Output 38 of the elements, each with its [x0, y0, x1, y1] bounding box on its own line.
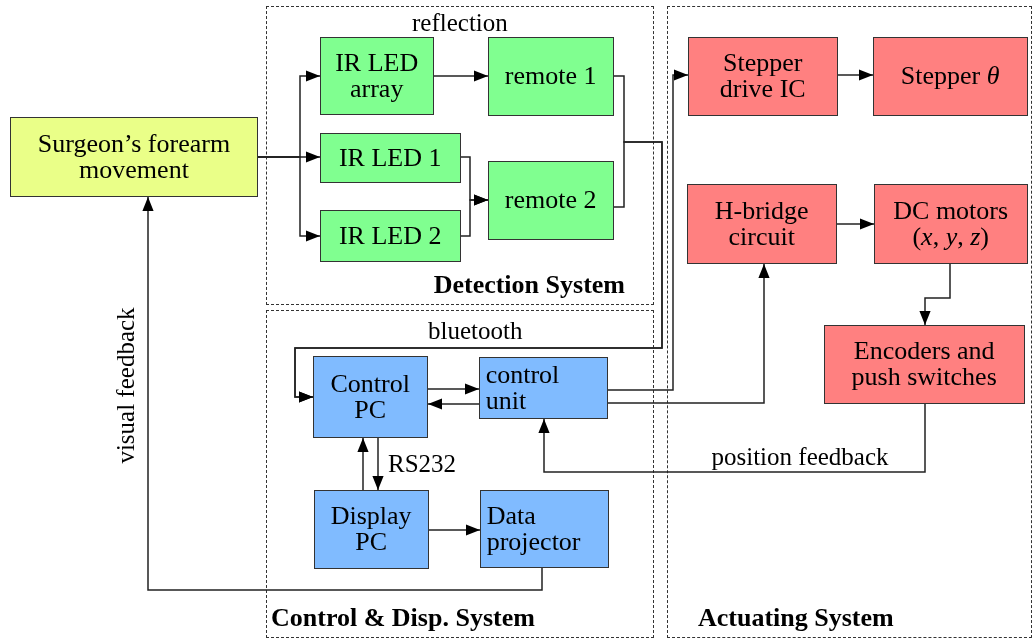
process-box: Surgeon’s forearm movement	[10, 117, 258, 197]
process-box: H-bridge circuit	[686, 183, 837, 264]
arrow	[142, 196, 543, 591]
arrow	[607, 69, 689, 391]
process-box: DC motors (x, y, z)	[873, 183, 1028, 264]
arrow	[294, 141, 663, 403]
arrow	[257, 156, 321, 242]
process-box: remote 2	[487, 160, 614, 240]
process-box: IR LED array	[319, 36, 434, 115]
process-box: Stepper drive IC	[687, 36, 838, 116]
arrow	[427, 383, 480, 395]
process-box: remote 1	[487, 36, 614, 116]
process-box: Data projector	[479, 489, 609, 568]
group-title: Detection System	[433, 272, 625, 298]
process-box: Control PC	[312, 355, 428, 438]
process-box: Encoders and push switches	[823, 324, 1025, 404]
dashed-group-box	[266, 6, 654, 305]
arrow	[433, 70, 489, 82]
arrow	[428, 524, 481, 536]
process-box: control unit	[478, 356, 608, 419]
dashed-group-box	[266, 310, 654, 638]
process-box: IR LED 1	[319, 132, 461, 183]
arrow	[607, 263, 770, 404]
arrow	[837, 69, 874, 81]
arrow	[427, 398, 480, 410]
process-box: Display PC	[313, 489, 429, 569]
arrow	[460, 194, 489, 237]
group-title: Control & Disp. System	[271, 605, 535, 631]
arrow	[357, 437, 369, 491]
arrow	[538, 403, 926, 473]
dashed-group-box	[667, 6, 1032, 638]
process-box: Stepper θ	[872, 36, 1028, 116]
annotation-text: reflection	[411, 9, 509, 35]
arrow	[836, 218, 875, 230]
process-box: IR LED 2	[319, 209, 461, 262]
group-title: Actuating System	[698, 605, 894, 631]
arrow	[372, 437, 384, 491]
arrow	[919, 263, 951, 326]
